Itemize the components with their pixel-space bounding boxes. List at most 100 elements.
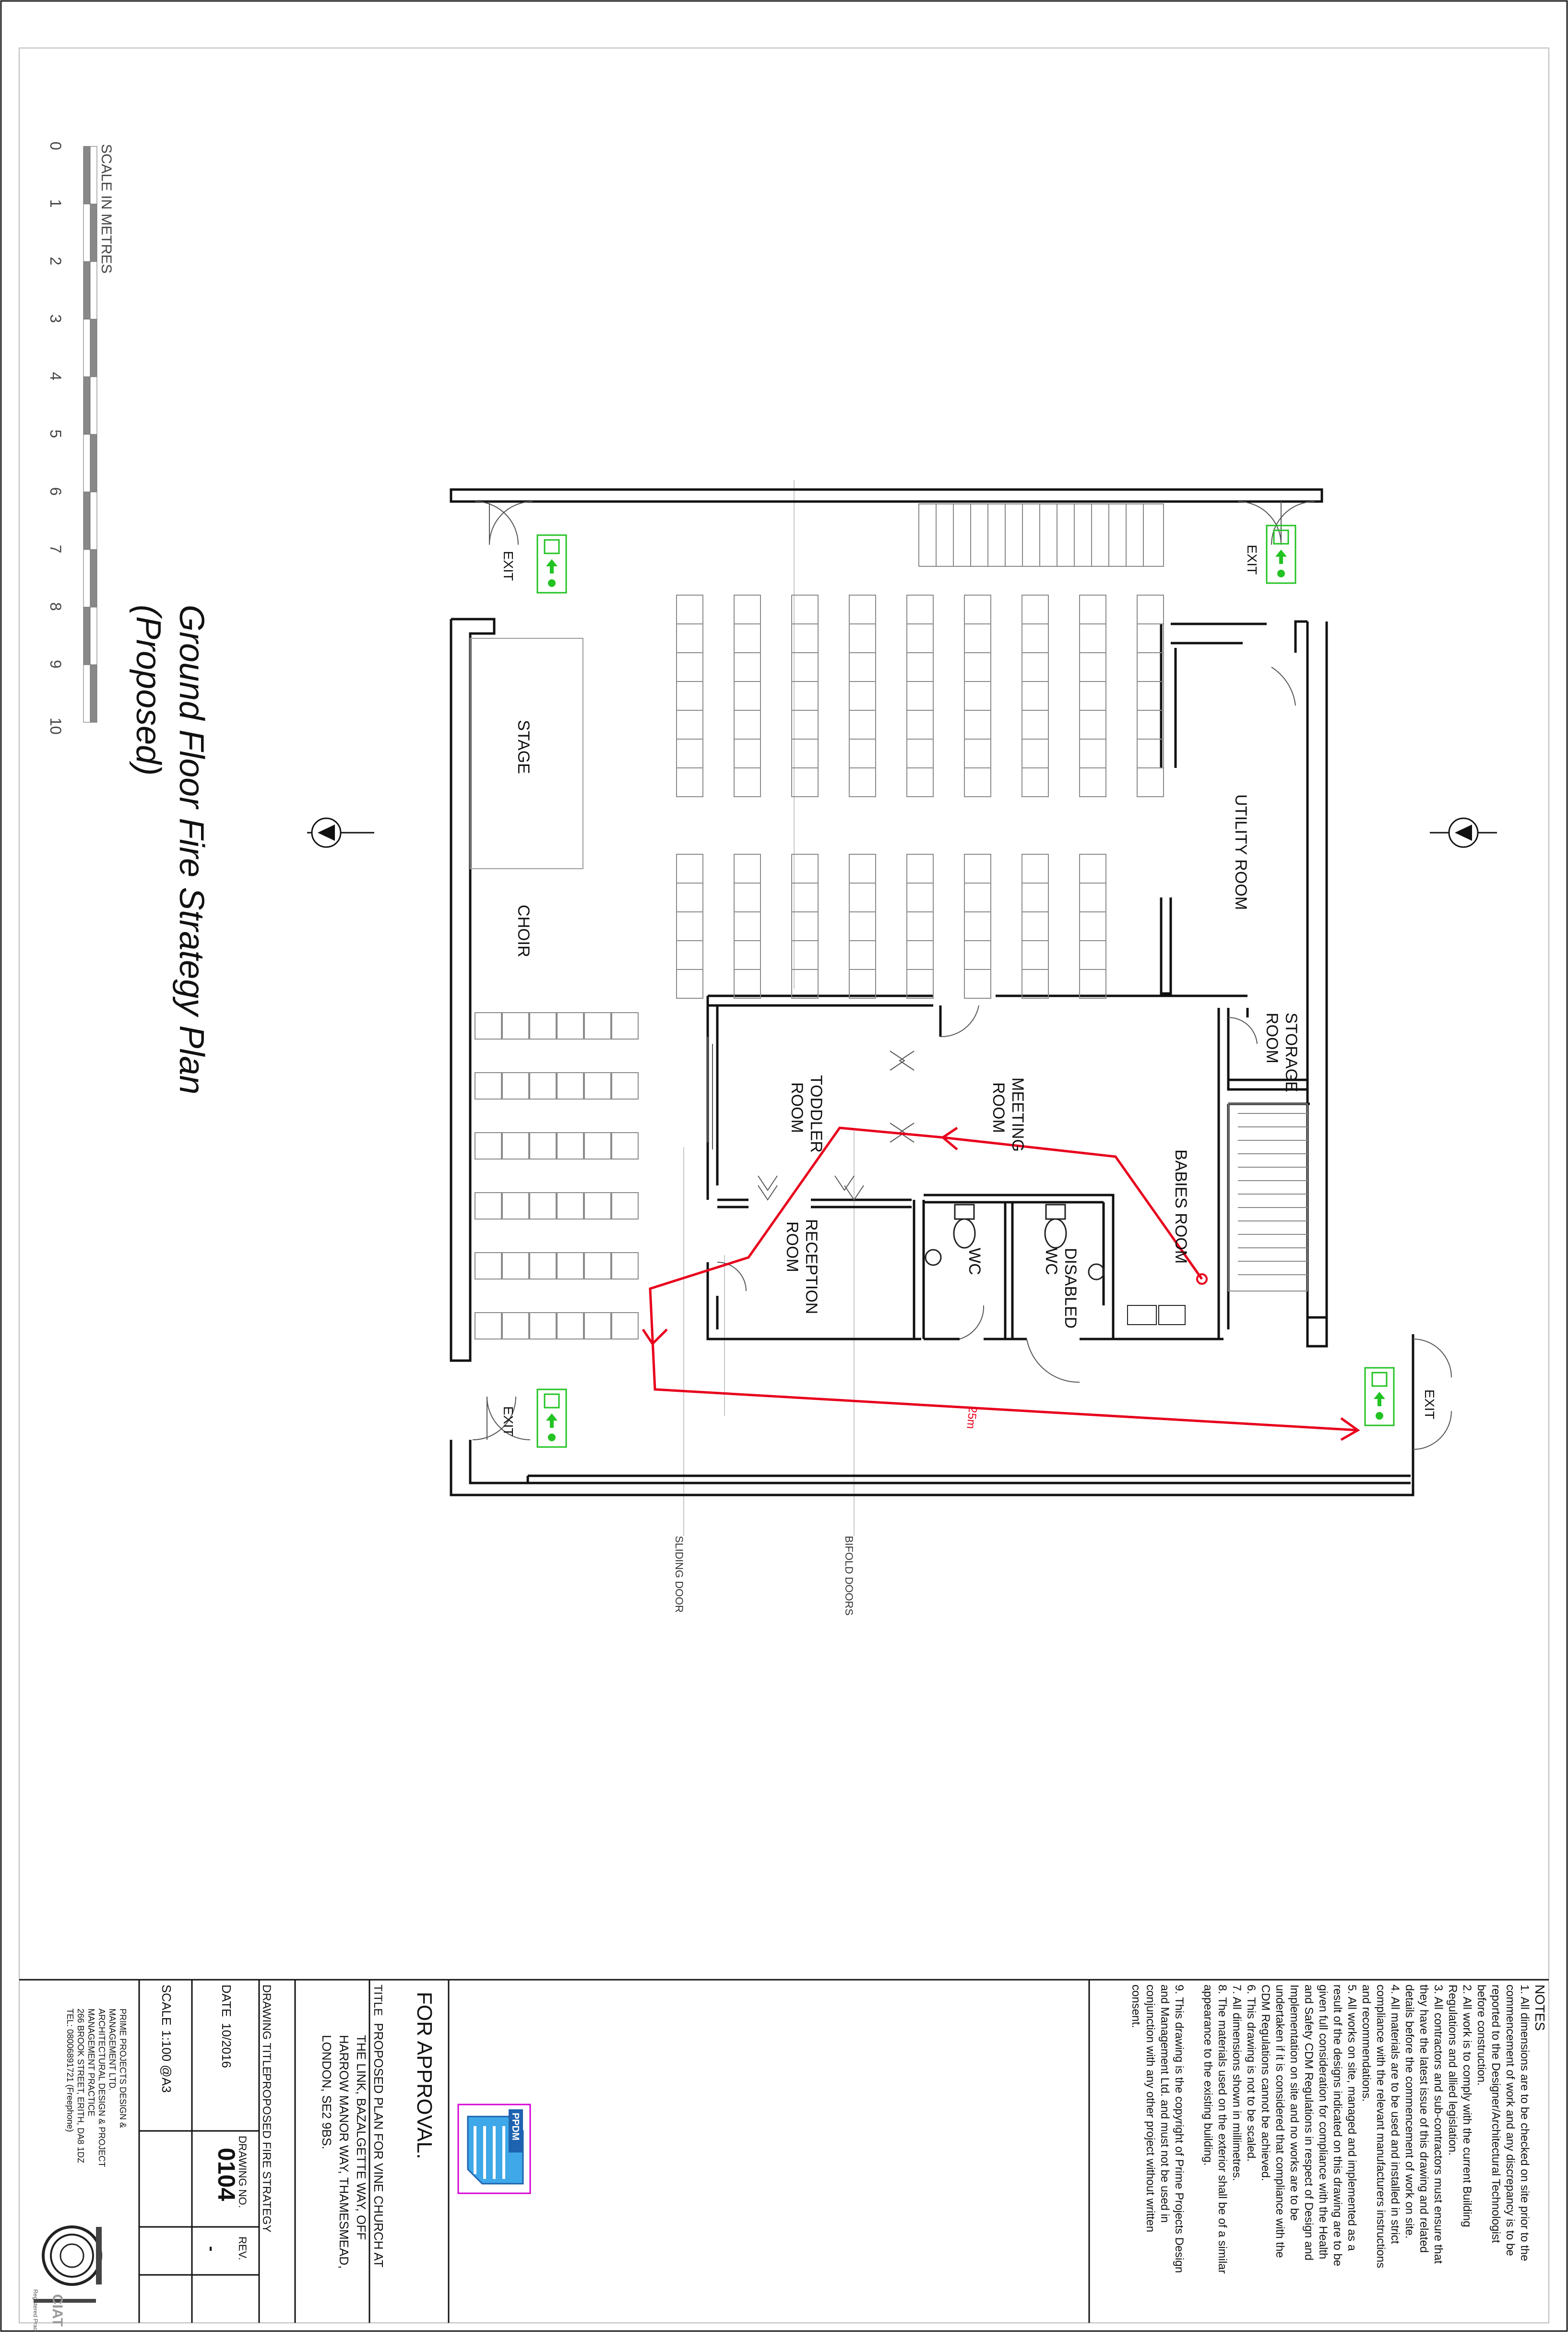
note-line: result of the designs indicated on this … [1331,1985,1344,2266]
chair [502,1252,529,1280]
exit-signs: EXIT EXIT EXIT EXIT [501,525,1437,1448]
drawing-title-value: PROPOSED FIRE STRATEGY [260,2073,273,2233]
chair [849,940,876,970]
chair [1079,969,1106,999]
chair [475,1312,502,1339]
chair [964,883,991,912]
chair [1137,595,1164,624]
sanitary-fittings [925,1204,1186,1325]
note-line: conjunction with any other project witho… [1144,1985,1157,2232]
note-line: Implementation on site and no works are … [1288,1985,1301,2221]
section-marker-left [307,817,374,848]
room-label-disabled-wc-2: WC [1042,1248,1060,1275]
chair [1079,710,1106,740]
room-label-toddler-2: ROOM [788,1082,806,1133]
room-label-reception-1: RECEPTION [802,1219,820,1314]
scale-segment [83,491,91,550]
scale-tick-label: 5 [47,430,64,438]
construction-lines [683,480,855,1536]
note-line: 3. All contractors and sub-contractors m… [1432,1985,1445,2264]
company-line: TEL: 08006891721 (Freephone) [65,2009,75,2132]
room-label-choir: CHOIR [514,905,533,957]
chair [676,883,703,912]
scale-tick-label: 10 [47,718,64,735]
chair [676,681,703,711]
scale-tick-label: 9 [47,660,64,669]
chair [584,1312,611,1339]
room-label-meeting-1: MEETING [1009,1077,1027,1152]
scale-bar-title: SCALE IN METRES [98,144,114,274]
date-label: DATE [219,1985,234,2017]
escape-route: 25m [641,1126,1360,1441]
chair [906,595,934,624]
note-line: 5. All works on site, managed and implem… [1345,1985,1358,2251]
chair [1022,767,1049,797]
room-label-storage-1: STORAGE [1282,1013,1300,1092]
chair [964,940,991,970]
chair [734,911,761,941]
company-line: PRIME PROJECTS DESIGN & [118,2009,128,2128]
scale-tick-label: 3 [47,314,64,323]
drawing-number-label: DRAWING NO. [237,2136,249,2208]
scale-tick-label: 2 [47,257,64,265]
note-line: 7. All dimensions shown in millimetres. [1230,1985,1243,2181]
chair [1022,623,1049,653]
chair [475,1252,502,1280]
scale-tick-label: 0 [47,142,64,150]
drawing-title: Ground Floor Fire Strategy Plan [172,605,211,1094]
exit-label: EXIT [501,1406,516,1436]
chair [1079,940,1106,970]
chair [964,969,991,999]
scale-segment [83,376,91,435]
chair [502,1312,529,1339]
room-label-meeting-2: ROOM [989,1082,1008,1133]
chair [584,1132,611,1160]
chair [584,1192,611,1220]
note-line: 9. This drawing is the copyright of Prim… [1173,1985,1186,2273]
scale-segment [83,549,91,608]
door-swings [472,501,1452,1450]
scale-segment [83,261,91,320]
chair [964,739,991,768]
chair [906,681,934,711]
chair [791,652,819,682]
chair [611,1132,639,1160]
room-label-utility: UTILITY ROOM [1232,794,1250,910]
chair [791,681,819,711]
chair [964,854,991,884]
chair [676,911,703,941]
note-line: compliance with the relevant manufacture… [1374,1985,1387,2268]
scale-segment [83,434,91,492]
chair [611,1072,639,1100]
chair [557,1132,584,1160]
chair [849,652,876,682]
sliding-door-label: SLIDING DOOR [673,1536,685,1613]
chair [676,652,703,682]
room-label-disabled-wc-1: DISABLED [1061,1248,1080,1328]
chair [906,940,934,970]
revision-label: REV. [237,2236,249,2260]
scale-segment [90,319,97,377]
chair [849,681,876,711]
chair [791,623,819,653]
ppdm-logo: PPDM [457,2104,531,2194]
note-line: 1. All dimensions are to be checked on s… [1518,1985,1531,2261]
chair [734,595,761,624]
chair [1079,681,1106,711]
scale-segment [90,434,97,492]
revision-value: - [202,2246,221,2251]
room-labels: STAGE CHOIR UTILITY ROOM STORAGE ROOM ME… [514,720,1300,1328]
title-line: LONDON, SE2 9BS. [320,2035,334,2149]
scale-tick-label: 8 [47,602,64,611]
scale-segment [90,549,97,608]
chair [734,623,761,653]
note-line: CDM Regulations cannot be achieved. [1259,1985,1272,2181]
approval-status: FOR APPROVAL. [413,1992,436,2159]
chair [964,595,991,624]
chair [676,623,703,653]
chair [1022,940,1049,970]
scale-value: 1:100 @A3 [159,2030,174,2093]
chair [502,1012,529,1040]
chair [964,710,991,740]
chair [529,1192,557,1220]
